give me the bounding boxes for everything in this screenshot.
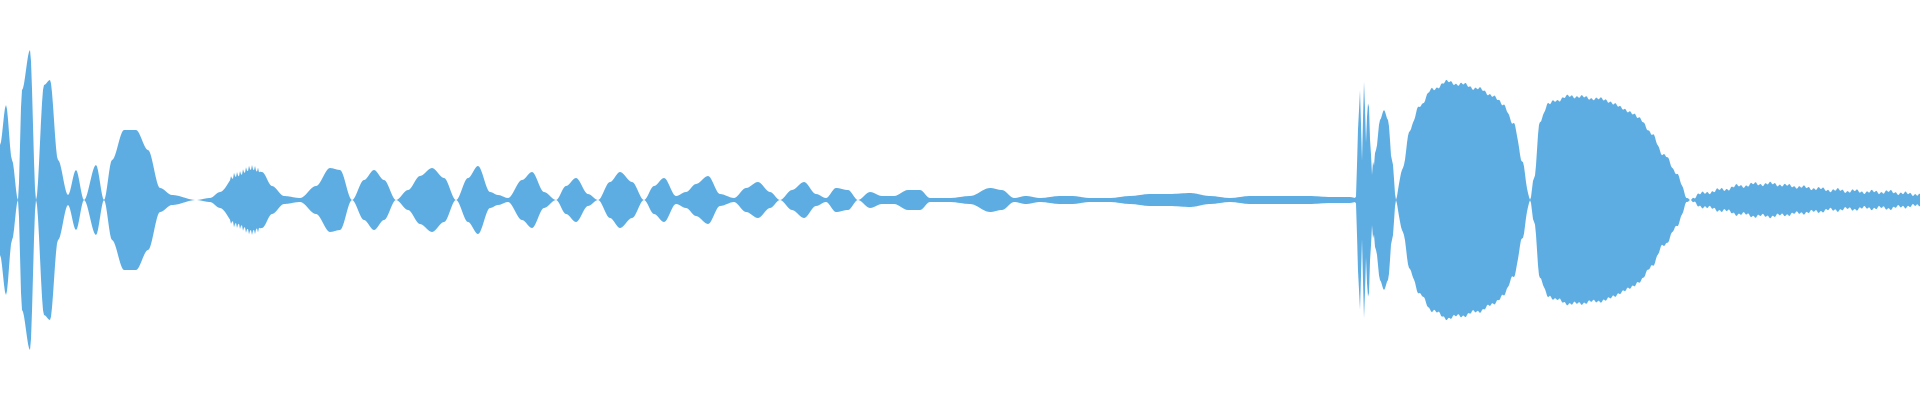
waveform-shape	[0, 50, 1920, 350]
